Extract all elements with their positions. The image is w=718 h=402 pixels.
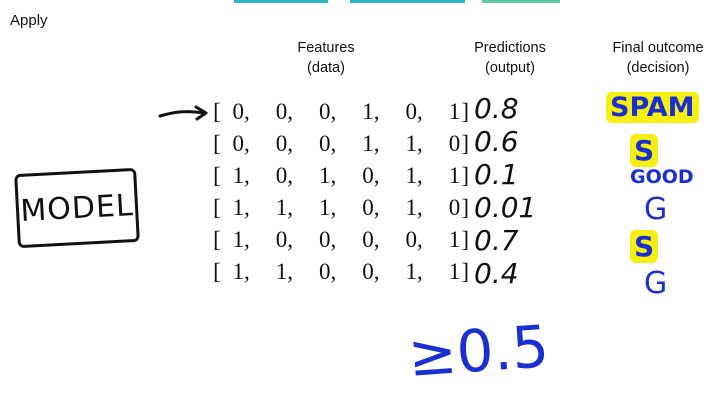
top-tab-strip [482,0,560,3]
slide-label: Apply [10,12,48,29]
feature-cell: 1 [275,195,288,220]
top-tab-strip [234,0,328,3]
feature-cell: 1 [362,131,374,156]
feature-cell: 0 [319,131,331,156]
prediction-value: 0.7 [474,224,519,257]
model-box: MODEL [14,167,140,249]
feature-cell: 1 [362,99,374,124]
model-label: MODEL [19,187,135,229]
feature-cell: 1 [319,163,331,188]
feature-row: [ 1, 1, 0, 0, 1, 1 ] [213,259,470,284]
pointer-arrow-icon [158,105,208,121]
feature-cell: 0 [275,163,288,188]
feature-cell: 1 [405,163,418,188]
feature-cell: 1 [448,99,461,124]
feature-cell: 0 [319,259,331,284]
feature-cell: 1 [232,227,245,252]
feature-cell: 1 [319,195,331,220]
outcome-value: G [644,192,668,227]
feature-cell: 0 [319,227,331,252]
feature-cell: 0 [275,99,288,124]
outcome-value: SPAM [606,92,699,123]
outcome-value: GOOD [630,166,694,188]
feature-cell: 1 [232,195,245,220]
feature-cell: 1 [448,259,461,284]
feature-cell: 0 [448,131,461,156]
feature-row: [ 1, 1, 1, 0, 1, 0 ] [213,195,470,220]
prediction-value: 0.1 [474,158,519,191]
feature-cell: 0 [405,99,418,124]
feature-cell: 1 [405,259,418,284]
feature-cell: 1 [275,259,288,284]
outcome-value: G [644,266,668,301]
feature-row: [ 0, 0, 0, 1, 1, 0 ] [213,131,470,156]
feature-row: [ 1, 0, 0, 0, 0, 1 ] [213,227,470,252]
prediction-value: 0.6 [474,125,519,158]
feature-cell: 1 [448,163,461,188]
prediction-value: 0.01 [474,191,537,224]
outcome-value: S [630,134,659,167]
feature-cell: 0 [362,195,374,220]
top-tab-strip [350,0,465,3]
predictions-header: Predictions (output) [474,40,546,76]
feature-cell: 0 [405,227,418,252]
feature-cell: 0 [319,99,331,124]
threshold-annotation: ≥0.5 [405,312,552,390]
feature-cell: 0 [362,259,374,284]
feature-cell: 1 [232,163,245,188]
feature-cell: 0 [448,195,461,220]
feature-cell: 0 [362,163,374,188]
prediction-value: 0.4 [474,257,519,290]
feature-cell: 1 [405,195,418,220]
feature-cell: 0 [275,131,288,156]
feature-cell: 1 [232,259,245,284]
feature-row: [ 0, 0, 0, 1, 0, 1 ] [213,99,470,124]
feature-cell: 0 [275,227,288,252]
predictions-column: 0.8 0.6 0.1 0.01 0.7 0.4 [474,92,536,290]
prediction-value: 0.8 [474,92,519,125]
features-header: Features (data) [297,40,355,76]
feature-cell: 0 [232,131,245,156]
final-outcome-header: Final outcome (decision) [612,40,704,76]
feature-cell: 1 [405,131,418,156]
feature-matrix: [ 0, 0, 0, 1, 0, 1 ] [ 0, 0, 0, 1, 1, 0 … [212,96,470,288]
feature-cell: 1 [448,227,461,252]
feature-cell: 0 [232,99,245,124]
feature-cell: 0 [362,227,374,252]
feature-row: [ 1, 0, 1, 0, 1, 1 ] [213,163,470,188]
outcome-value: S [630,230,659,263]
